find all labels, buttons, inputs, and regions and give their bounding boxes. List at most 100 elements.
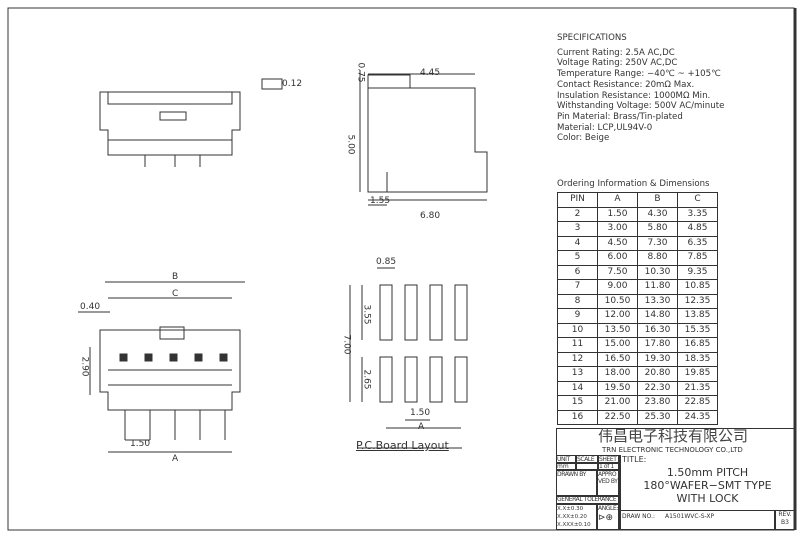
table-cell: 13.30 bbox=[637, 293, 678, 309]
tolerance: X.X±0.30 bbox=[557, 506, 584, 512]
table-cell: 7 bbox=[557, 279, 598, 295]
table-cell: 1.50 bbox=[597, 206, 638, 222]
pcb-layout-label: P.C.Board Layout bbox=[356, 439, 449, 452]
table-cell: PIN bbox=[557, 192, 598, 208]
table-cell: 17.80 bbox=[637, 337, 678, 353]
table-cell: 15 bbox=[557, 395, 598, 411]
table-cell: 4.50 bbox=[597, 235, 638, 251]
table-cell: 15.00 bbox=[597, 337, 638, 353]
table-cell: 19.30 bbox=[637, 351, 678, 367]
flatness-symbol-icon bbox=[261, 78, 283, 90]
table-cell: 7.30 bbox=[637, 235, 678, 251]
spec-line: Material: LCP,UL94V-0 bbox=[557, 122, 653, 133]
table-cell: 3.00 bbox=[597, 221, 638, 237]
dim-C: C bbox=[172, 289, 179, 299]
drawn-by: DRAWN BY bbox=[556, 470, 597, 496]
angle-label: ANGLE± bbox=[598, 505, 622, 512]
title-line: WITH LOCK bbox=[676, 492, 739, 505]
table-cell: 6 bbox=[557, 264, 598, 280]
table-cell: 18.00 bbox=[597, 366, 638, 382]
table-cell: 25.30 bbox=[637, 409, 678, 425]
ordering-heading: Ordering Information & Dimensions bbox=[557, 179, 710, 189]
tolerances: X.X±0.30 X.XX±0.20 X.XXX±0.10 bbox=[556, 504, 597, 530]
company-name-en: TRN ELECTRONIC TECHNOLOGY CO.,LTD bbox=[602, 446, 743, 454]
table-cell: 22.30 bbox=[637, 380, 678, 396]
side-view bbox=[359, 70, 488, 206]
spec-line: Contact Resistance: 20mΩ Max. bbox=[557, 79, 695, 90]
spec-line: Withstanding Voltage: 500V AC/minute bbox=[557, 101, 725, 112]
table-cell: 10 bbox=[557, 322, 598, 338]
table-cell: 8.80 bbox=[637, 250, 678, 266]
table-cell: 24.35 bbox=[677, 409, 718, 425]
table-cell: 11.80 bbox=[637, 279, 678, 295]
table-cell: 9.00 bbox=[597, 279, 638, 295]
spec-line: Temperature Range: −40℃ ~ +105℃ bbox=[557, 69, 721, 80]
table-cell: 15.35 bbox=[677, 322, 718, 338]
rev-label: REV. bbox=[778, 511, 792, 518]
title-line: 180°WAFER−SMT TYPE bbox=[643, 479, 772, 492]
table-cell: 4 bbox=[557, 235, 598, 251]
specifications: SPECIFICATIONS Current Rating: 2.5A AC,D… bbox=[557, 33, 724, 144]
projection-symbol-icon: ⊳⊕ bbox=[598, 513, 614, 523]
table-cell: 8 bbox=[557, 293, 598, 309]
table-cell: 16.50 bbox=[597, 351, 638, 367]
table-cell: 10.30 bbox=[637, 264, 678, 280]
table-cell: 19.50 bbox=[597, 380, 638, 396]
table-cell: 20.80 bbox=[637, 366, 678, 382]
dim-3.55: 3.55 bbox=[361, 304, 372, 325]
pcb-layout bbox=[349, 267, 468, 449]
table-cell: 11 bbox=[557, 337, 598, 353]
dim-A-pcb: A bbox=[418, 422, 425, 432]
draw-no-cell: DRAW NO.: A1501WVC-S-XP bbox=[619, 510, 775, 530]
table-cell: 22.50 bbox=[597, 409, 638, 425]
tolerance: X.XX±0.20 bbox=[557, 514, 587, 520]
table-cell: 5.80 bbox=[637, 221, 678, 237]
table-cell: 3.35 bbox=[677, 206, 718, 222]
dim-6.80: 6.80 bbox=[420, 211, 441, 221]
front-view-top bbox=[99, 78, 283, 167]
table-cell: 5 bbox=[557, 250, 598, 266]
table-cell: 12.35 bbox=[677, 293, 718, 309]
table-cell: C bbox=[677, 192, 718, 208]
rev-value: B3 bbox=[781, 519, 789, 526]
table-cell: 19.85 bbox=[677, 366, 718, 382]
drawing-title: 1.50mm PITCH 180°WAFER−SMT TYPE WITH LOC… bbox=[620, 466, 795, 505]
table-cell: 2 bbox=[557, 206, 598, 222]
general-tolerance: GENERAL TOLERANCE bbox=[556, 496, 619, 504]
dim-2.90: 2.90 bbox=[79, 356, 90, 377]
table-cell: 21.35 bbox=[677, 380, 718, 396]
unit-value: mm bbox=[556, 463, 576, 470]
table-cell: 13.50 bbox=[597, 322, 638, 338]
unit-label: UNIT bbox=[556, 455, 576, 463]
draw-no: A1501WVC-S-XP bbox=[664, 513, 715, 520]
table-cell: B bbox=[637, 192, 678, 208]
dim-1.55: 1.55 bbox=[370, 196, 391, 206]
title-line: 1.50mm PITCH bbox=[666, 466, 749, 479]
table-cell: 9.35 bbox=[677, 264, 718, 280]
table-cell: 3 bbox=[557, 221, 598, 237]
scale-label: SCALE bbox=[576, 455, 598, 463]
table-cell: 7.85 bbox=[677, 250, 718, 266]
spec-line: Insulation Resistance: 1000MΩ Min. bbox=[557, 90, 711, 101]
table-cell: 14 bbox=[557, 380, 598, 396]
spec-line: Current Rating: 2.5A AC,DC bbox=[557, 47, 675, 58]
table-cell: 12 bbox=[557, 351, 598, 367]
dim-7.00: 7.00 bbox=[341, 334, 352, 355]
table-cell: 16.30 bbox=[637, 322, 678, 338]
table-cell: 9 bbox=[557, 308, 598, 324]
